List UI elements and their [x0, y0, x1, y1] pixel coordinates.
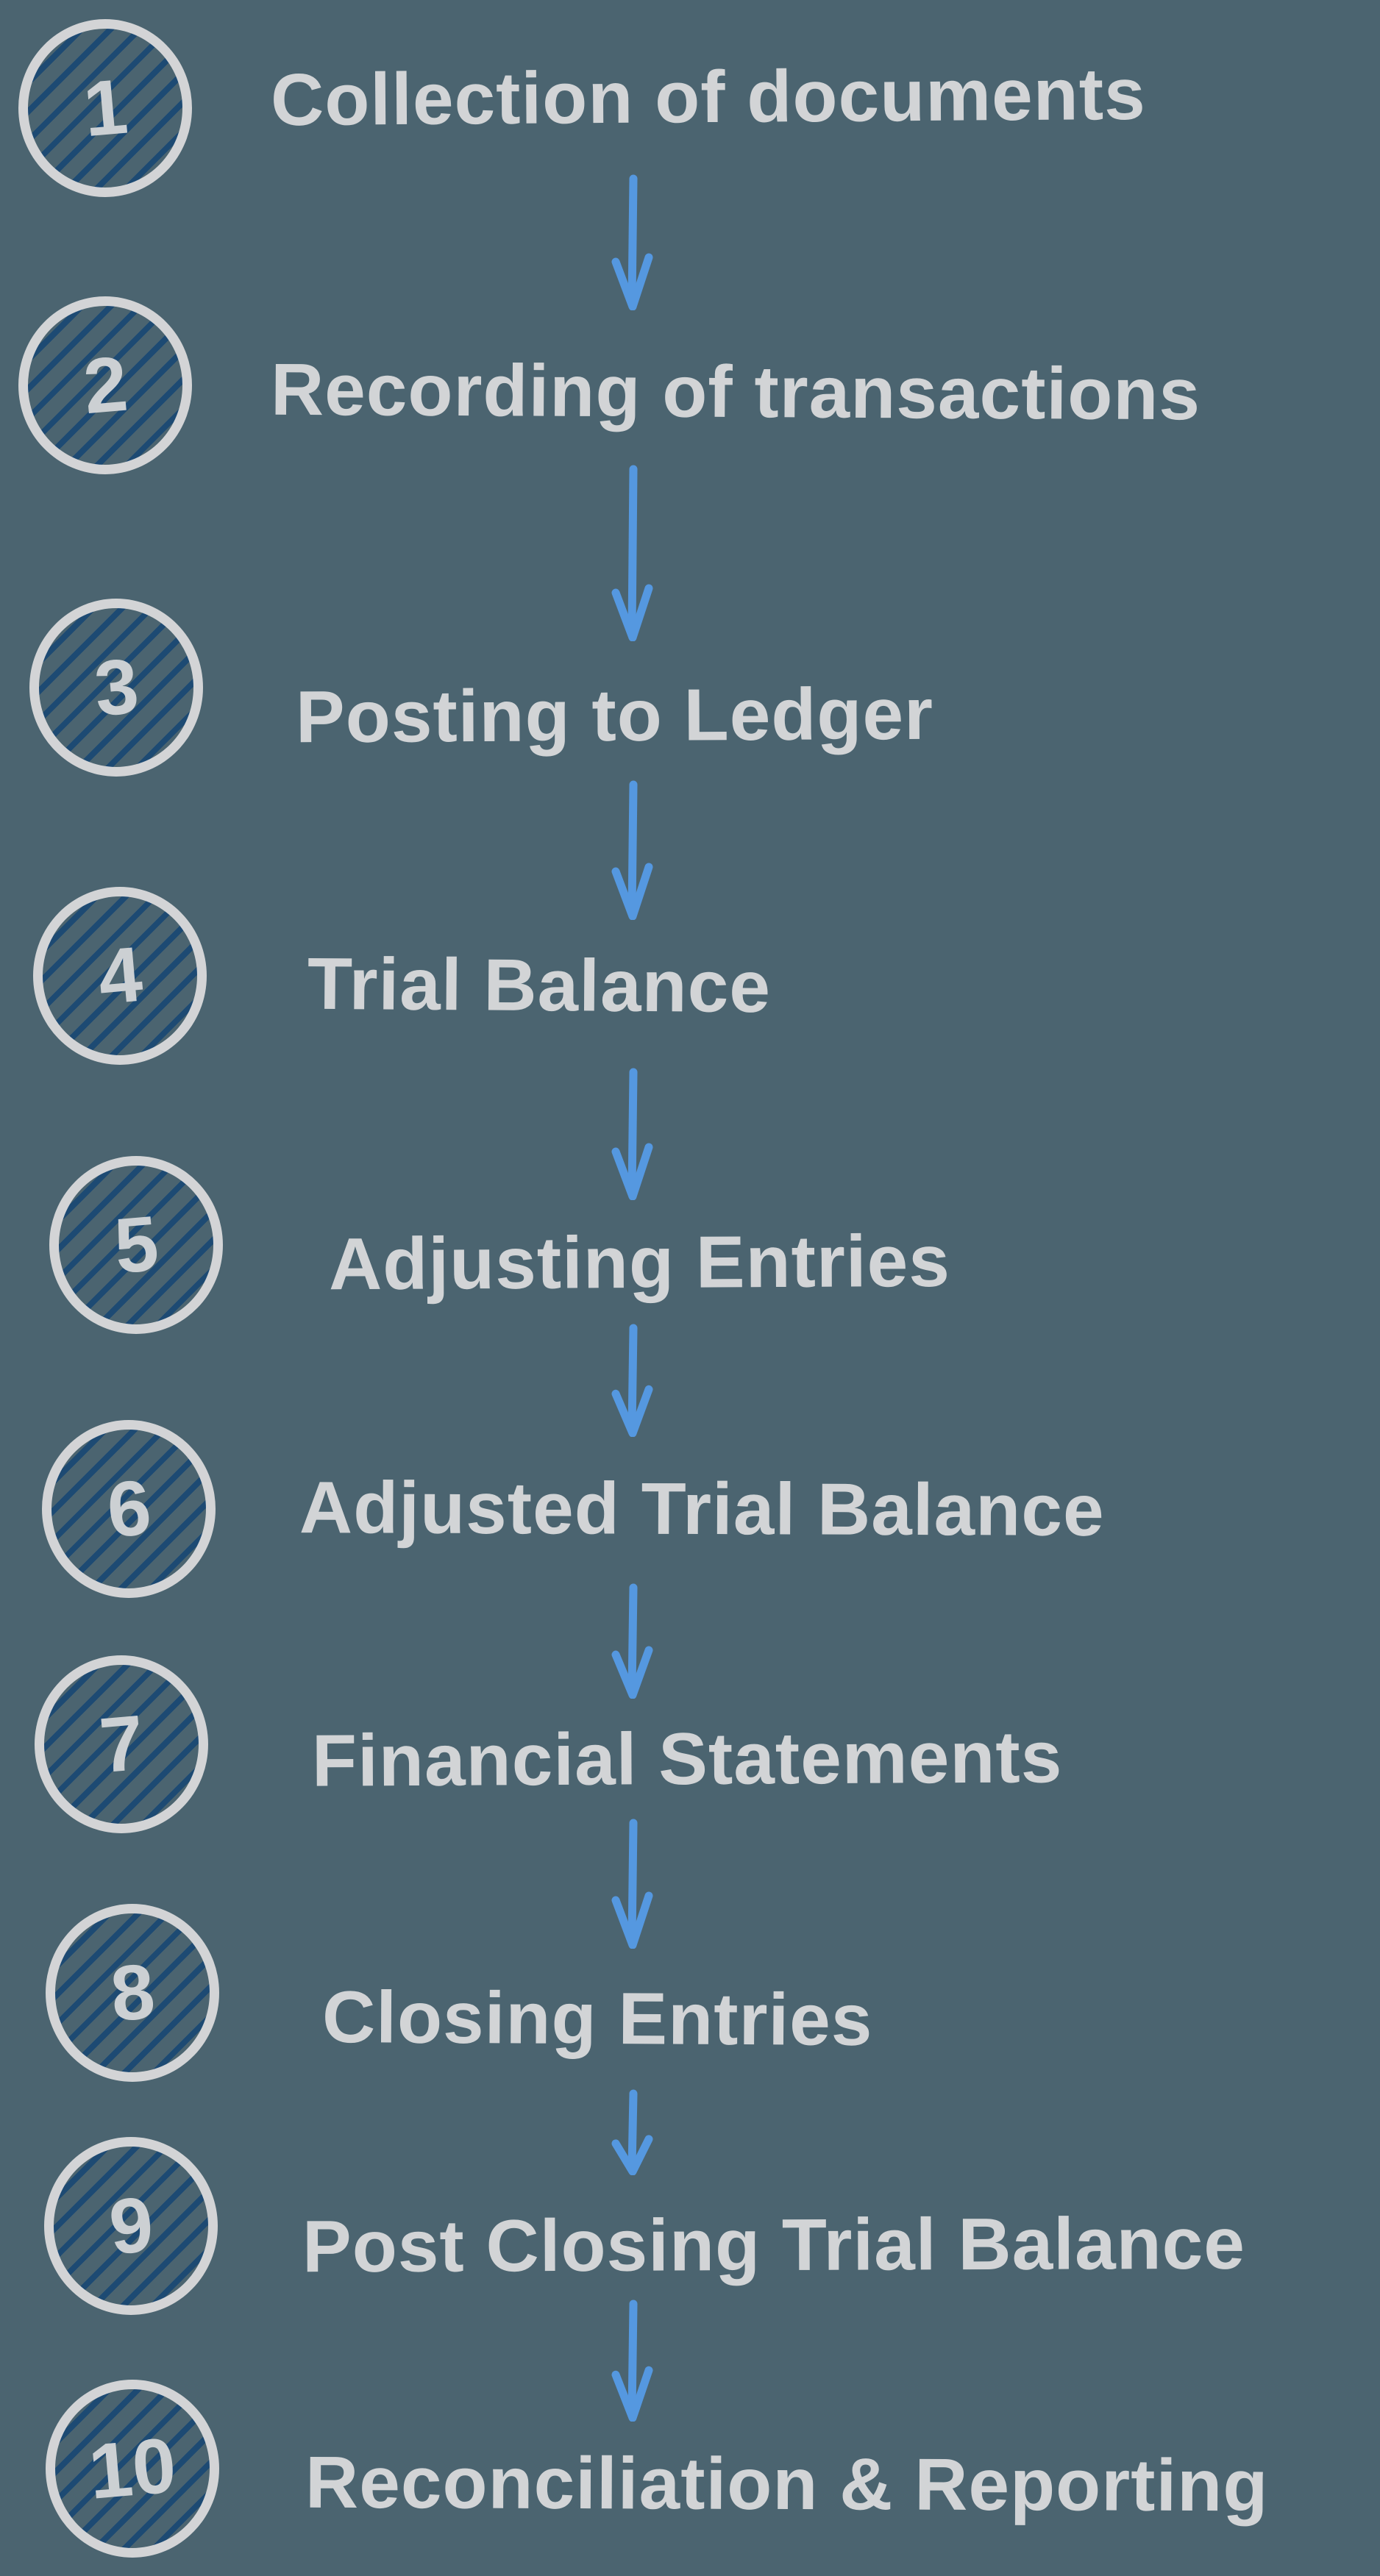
step-6-number: 6 [103, 1463, 154, 1555]
step-2-number-badge: 2 [18, 296, 192, 474]
step-4-label: Trial Balance [307, 942, 772, 1029]
step-9-number-badge: 9 [44, 2137, 218, 2315]
step-5-number: 5 [110, 1199, 162, 1291]
step-8-label: Closing Entries [321, 1976, 873, 2061]
step-10-number-badge: 10 [46, 2380, 219, 2558]
arrow-down-icon [603, 780, 662, 920]
step-7-number: 7 [96, 1699, 147, 1790]
arrow-down-icon [603, 1583, 662, 1699]
arrow-down-icon [603, 1819, 662, 1949]
step-10-label: Reconciliation & Reporting [305, 2441, 1269, 2527]
step-5-number-badge: 5 [49, 1156, 223, 1334]
step-7-label: Financial Statements [311, 1716, 1063, 1802]
step-8-number: 8 [107, 1947, 158, 2038]
arrow-down-icon [603, 465, 662, 641]
step-4-number: 4 [94, 930, 146, 1021]
step-4-number-badge: 4 [33, 887, 207, 1065]
step-6-label: Adjusted Trial Balance [299, 1466, 1105, 1552]
step-1-number-badge: 1 [18, 19, 192, 197]
step-5-label: Adjusting Entries [328, 1219, 951, 1306]
step-3-number: 3 [90, 642, 142, 733]
arrow-down-icon [603, 2300, 662, 2422]
arrow-down-icon [603, 2089, 662, 2175]
step-2-number: 2 [79, 340, 131, 431]
step-9-label: Post Closing Trial Balance [302, 2202, 1246, 2288]
arrow-down-icon [603, 1324, 662, 1437]
step-10-number: 10 [85, 2422, 179, 2516]
step-2-label: Recording of transactions [270, 348, 1201, 436]
step-3-label: Posting to Ledger [295, 672, 934, 759]
step-1-label: Collection of documents [270, 52, 1147, 142]
arrow-down-icon [603, 174, 662, 310]
step-8-number-badge: 8 [46, 1904, 219, 2082]
arrow-down-icon [603, 1068, 662, 1200]
step-3-number-badge: 3 [29, 599, 203, 777]
step-6-number-badge: 6 [42, 1420, 216, 1598]
step-9-number: 9 [105, 2180, 157, 2272]
step-7-number-badge: 7 [35, 1655, 208, 1833]
step-1-number: 1 [79, 63, 131, 154]
